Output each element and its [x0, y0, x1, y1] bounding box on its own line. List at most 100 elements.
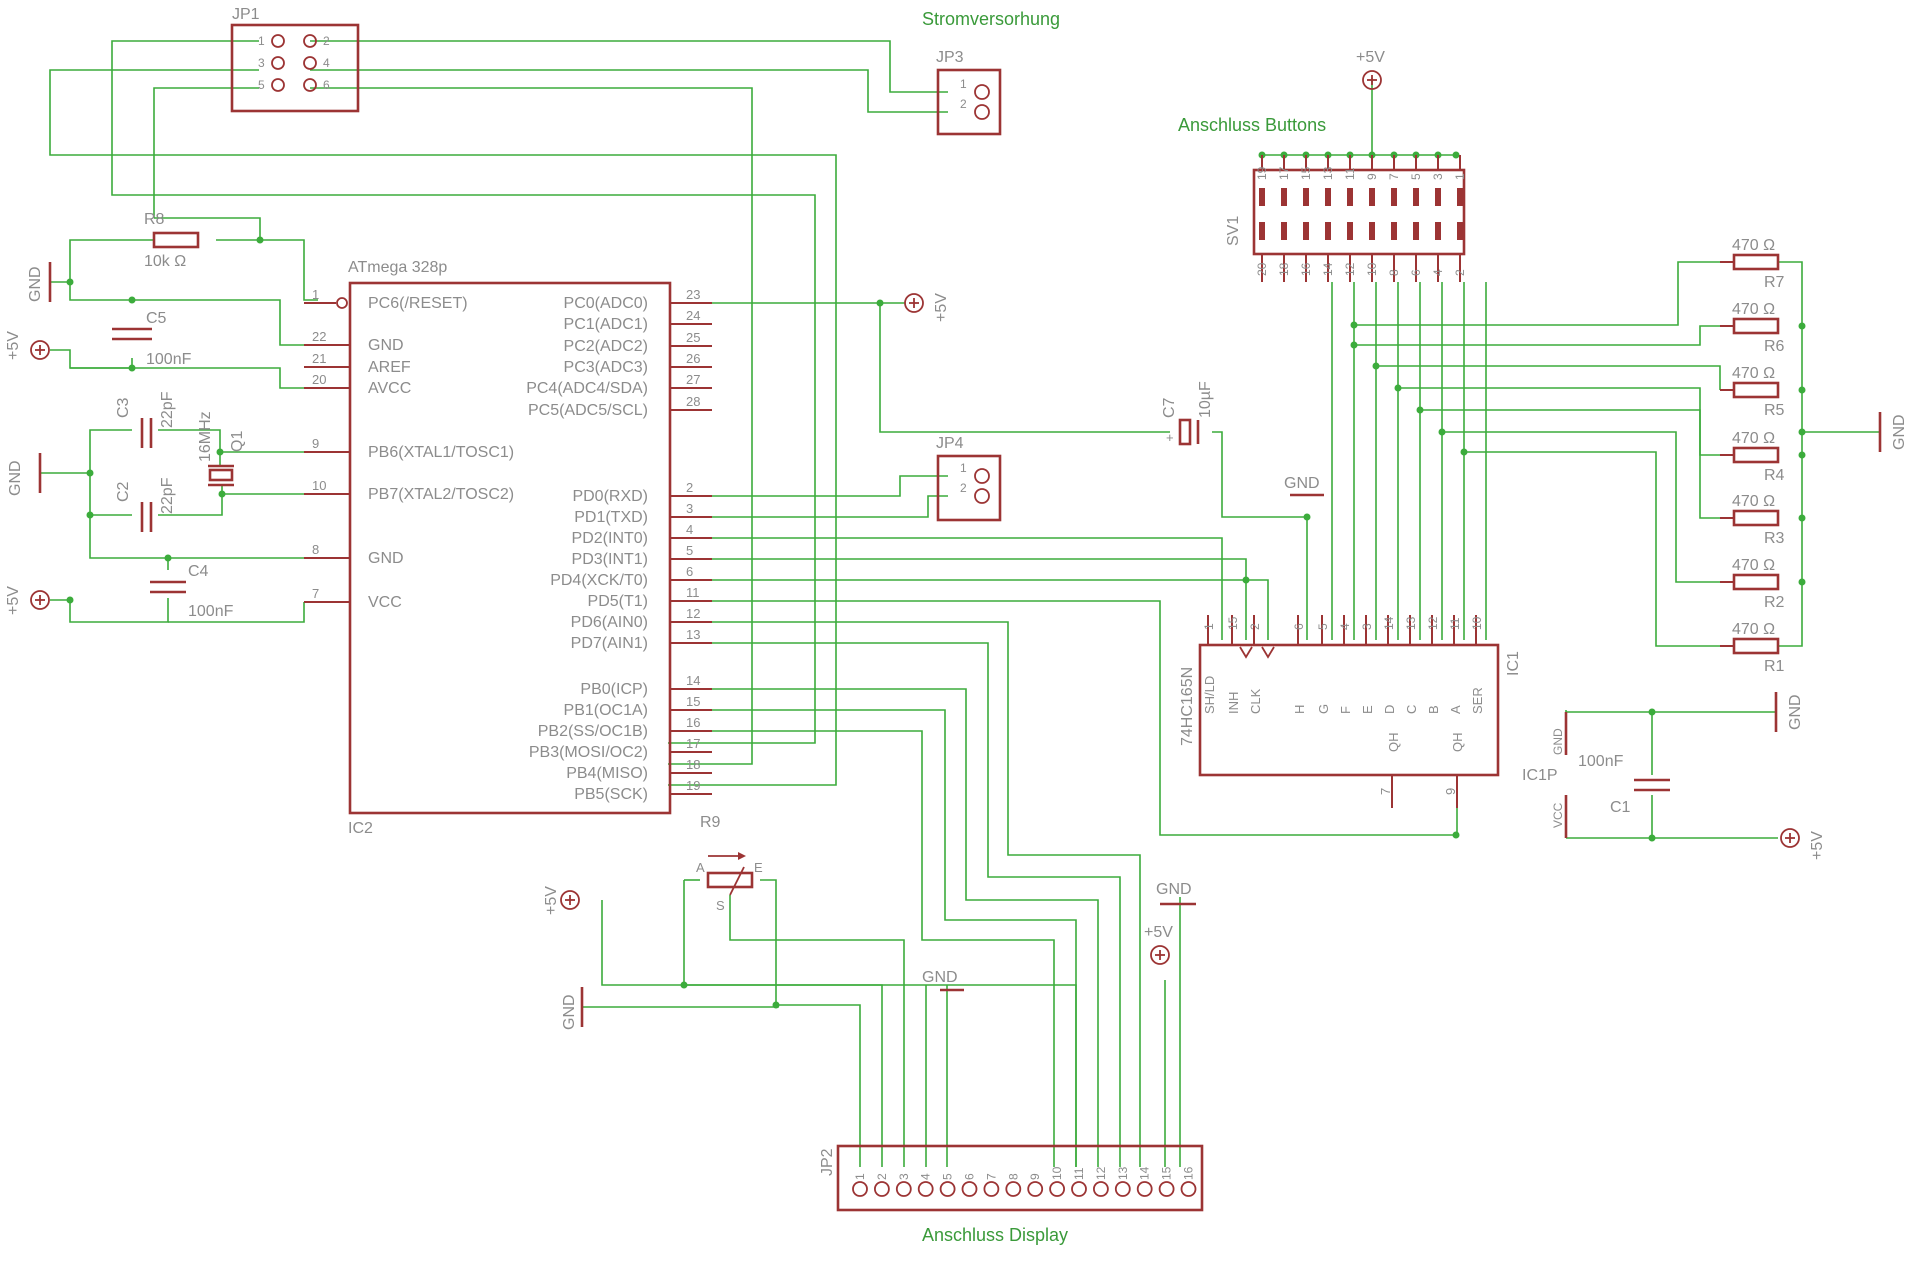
resistor-ref: R2 [1764, 594, 1785, 611]
sv1-pin-bottom [1391, 222, 1397, 240]
c2-ref: C2 [115, 481, 132, 502]
r8-value: 10k Ω [144, 253, 186, 270]
sr-pin-name: INH [1226, 692, 1241, 714]
mcu-pin-number: 17 [686, 736, 700, 751]
buttons-section-label: Anschluss Buttons [1178, 115, 1326, 135]
jp2-pin-socket [939, 1181, 956, 1197]
c5-capacitor: C5 100nF [112, 310, 192, 368]
jp1-pin-1: 1 [258, 34, 265, 48]
sr-pin-number: 11 [1448, 617, 1462, 630]
ic1p-gnd: GND [1551, 728, 1565, 755]
c4-capacitor: C4 100nF [150, 563, 234, 620]
sv1-pin-top [1303, 188, 1309, 206]
mcu-pin-name: AREF [368, 359, 411, 376]
mcu-pin-number: 6 [686, 564, 693, 579]
c3-ref: C3 [115, 397, 132, 418]
mcu-pin-name: PB3(MOSI/OC2) [529, 744, 648, 761]
c5-ref: C5 [146, 310, 167, 327]
mcu-pin-number: 28 [686, 394, 700, 409]
sr-pin-number: 4 [1338, 623, 1352, 630]
sv1-pin-top [1259, 188, 1265, 206]
resistor-ref: R6 [1764, 338, 1785, 355]
gnd-label: GND [1284, 475, 1320, 492]
jp2-pin-socket [874, 1181, 890, 1197]
sv1-pin-number-top: 5 [1409, 173, 1423, 180]
jp2-pin-number: 7 [984, 1173, 998, 1180]
jp2-pin-number: 10 [1050, 1166, 1064, 1180]
sv1-pin-number-top: 1 [1453, 173, 1467, 180]
sr-qh-bar: QH [1386, 733, 1401, 753]
sr-pin-name: F [1338, 706, 1353, 714]
vcc-symbol [30, 590, 50, 610]
jp1-pin-6: 6 [323, 78, 330, 92]
jp2-pin-socket [1071, 1181, 1087, 1197]
sr-pin-number: 10 [1470, 616, 1484, 630]
gnd-label: GND [7, 460, 24, 496]
sr-pin-name: G [1316, 704, 1331, 714]
mcu-pin-name: PC1(ADC1) [564, 316, 648, 333]
c1-ref: C1 [1610, 799, 1631, 816]
mcu-pin-number: 27 [686, 372, 700, 387]
q1-ref: Q1 [229, 431, 246, 452]
mcu-pin-number: 5 [686, 543, 693, 558]
sv1-pin-bottom [1457, 222, 1463, 240]
jp1-header: JP1 1 2 3 4 5 6 [230, 6, 360, 113]
mcu-pin-number: 7 [312, 586, 319, 601]
sv1-pin-top [1369, 188, 1375, 206]
sr-pin-name: H [1292, 705, 1307, 714]
sr-pin-name: A [1448, 705, 1463, 714]
jp2-pin-number: 11 [1072, 1167, 1086, 1180]
r8-ref: R8 [144, 211, 165, 228]
resistor-body [1732, 381, 1780, 399]
mcu-pin-name: AVCC [368, 380, 411, 397]
shift-register-chip: 74HC165N IC1 1SH/LD15INH2CLK6H5G4F3E14D1… [1179, 615, 1522, 808]
mcu-pin-name: PC2(ADC2) [564, 338, 648, 355]
mcu-pin-name: VCC [368, 594, 402, 611]
vcc-label: +5V [1144, 924, 1173, 941]
sr-pin-name: CLK [1248, 688, 1263, 714]
sv1-pin-bottom [1281, 222, 1287, 240]
sv1-pin-top [1413, 188, 1419, 206]
resistor-ref: R5 [1764, 402, 1785, 419]
vcc-label: +5V [933, 293, 950, 322]
sv1-pin-top [1435, 188, 1441, 206]
jp2-pin-number: 16 [1182, 1166, 1196, 1180]
jp2-pin-number: 4 [919, 1173, 933, 1180]
vcc-label: +5V [5, 586, 22, 615]
c2-value: 22pF [159, 477, 176, 514]
sv1-pin-number-top: 19 [1255, 166, 1269, 180]
jp2-pin-number: 3 [897, 1173, 911, 1180]
sr-pin-number: 5 [1316, 623, 1330, 630]
sr-pin-9: 9 [1443, 788, 1458, 795]
mcu-pin-name: PB2(SS/OC1B) [538, 723, 648, 740]
display-section-label: Anschluss Display [922, 1225, 1068, 1245]
vcc-symbol [30, 340, 50, 360]
vcc-symbol [904, 293, 924, 313]
wires [40, 40, 1880, 1167]
sr-qh: QH [1450, 733, 1465, 753]
mcu-pin-number: 20 [312, 372, 326, 387]
sv1-pin-number-bottom: 16 [1299, 262, 1313, 276]
mcu-pin-name: PB5(SCK) [574, 786, 648, 803]
mcu-pin-name: PD6(AIN0) [571, 614, 648, 631]
c7-capacitor: + C7 10µF [1161, 381, 1214, 446]
mcu-pin-name: PD5(T1) [588, 593, 648, 610]
vcc-symbol [1780, 828, 1800, 848]
mcu-pin-number: 23 [686, 287, 700, 302]
sr-pin-number: 15 [1226, 616, 1240, 630]
mcu-pin-name: PB4(MISO) [566, 765, 648, 782]
sv1-pin-number-bottom: 8 [1387, 269, 1401, 276]
mcu-pin-name: PD2(INT0) [572, 530, 648, 547]
jp3-pin-2: 2 [960, 97, 967, 111]
sr-pin-7: 7 [1378, 788, 1393, 795]
jp2-pin-socket [1027, 1181, 1044, 1197]
sv1-pin-bottom [1369, 222, 1375, 240]
sv1-pin-top [1347, 188, 1353, 206]
jp2-pin-number: 6 [963, 1173, 977, 1180]
c3-capacitor: C3 22pF [115, 391, 176, 448]
jp3-pin-1: 1 [960, 77, 967, 91]
jp2-pin-socket [983, 1181, 1000, 1197]
mcu-pin-name: PC0(ADC0) [564, 295, 648, 312]
